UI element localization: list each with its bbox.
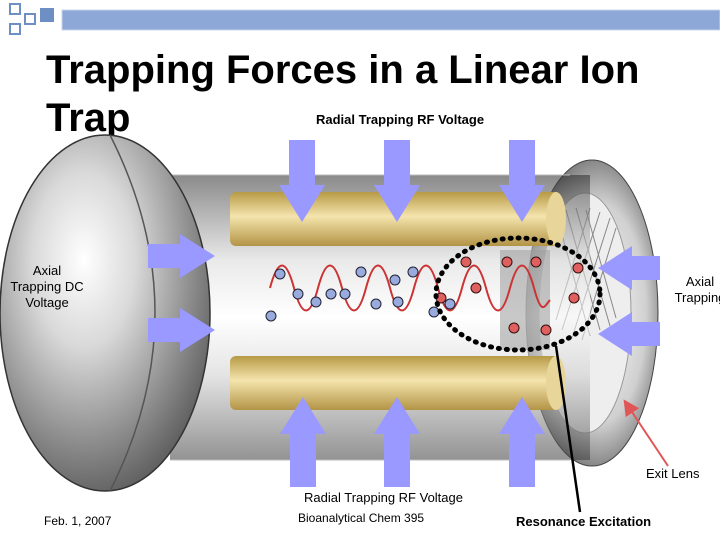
red-ions <box>435 256 584 336</box>
ion-red <box>470 282 482 294</box>
ion-blue <box>339 288 351 300</box>
ion-blue <box>310 296 322 308</box>
arrow-right <box>148 308 215 352</box>
ion-blue <box>265 310 277 322</box>
ion-blue <box>292 288 304 300</box>
ion-red <box>501 256 513 268</box>
exit-lens-label: Exit Lens <box>646 466 700 481</box>
ion-path-wave <box>269 264 551 312</box>
ion-blue <box>444 298 456 310</box>
ion-blue <box>407 266 419 278</box>
ion-blue <box>274 268 286 280</box>
resonance-excitation-label: Resonance Excitation <box>516 514 652 529</box>
arrow-down <box>374 140 420 222</box>
arrow-right <box>148 234 215 278</box>
axial-arrows-right <box>598 246 660 356</box>
resonance-region <box>433 235 603 353</box>
page-title: Trapping Forces in a Linear Ion Trap <box>46 48 640 140</box>
resonance-pointer <box>554 345 582 513</box>
arrow-down <box>499 140 545 222</box>
ion-red <box>540 324 552 336</box>
arrow-left <box>598 246 660 290</box>
ion-blue <box>325 288 337 300</box>
ion-blue <box>389 274 401 286</box>
ion-blue <box>428 306 440 318</box>
radial-rf-label-top: Radial Trapping RF Voltage <box>316 112 485 127</box>
radial-rf-arrows-top <box>279 140 545 222</box>
corner-decoration <box>9 3 720 35</box>
footer-date: Feb. 1, 2007 <box>44 514 112 528</box>
radial-rf-arrows-bottom <box>280 397 545 487</box>
ions <box>265 256 584 336</box>
ion-red <box>530 256 542 268</box>
blue-ions <box>265 266 456 322</box>
ion-blue <box>355 266 367 278</box>
ion-red <box>460 256 472 268</box>
left-endcap <box>0 134 211 492</box>
arrow-up <box>280 397 326 487</box>
footer-course: Bioanalytical Chem 395 <box>298 511 425 525</box>
arrow-up <box>499 397 545 487</box>
ion-red <box>572 262 584 274</box>
ion-red <box>508 322 520 334</box>
quadrupole-rods <box>230 192 566 410</box>
arrow-up <box>374 397 420 487</box>
axial-dc-label: Axial Trapping DC Voltage <box>10 263 84 310</box>
ion-blue <box>370 298 382 310</box>
radial-rf-label-bottom: Radial Trapping RF Voltage <box>304 490 463 505</box>
axial-dc-arrows-left <box>148 234 215 352</box>
exit-lens-pointer <box>623 399 669 467</box>
ion-blue <box>392 296 404 308</box>
arrow-left <box>598 312 660 356</box>
ion-red <box>568 292 580 304</box>
axial-trapping-label: Axial Trapping <box>674 274 720 305</box>
arrow-down <box>279 140 325 222</box>
